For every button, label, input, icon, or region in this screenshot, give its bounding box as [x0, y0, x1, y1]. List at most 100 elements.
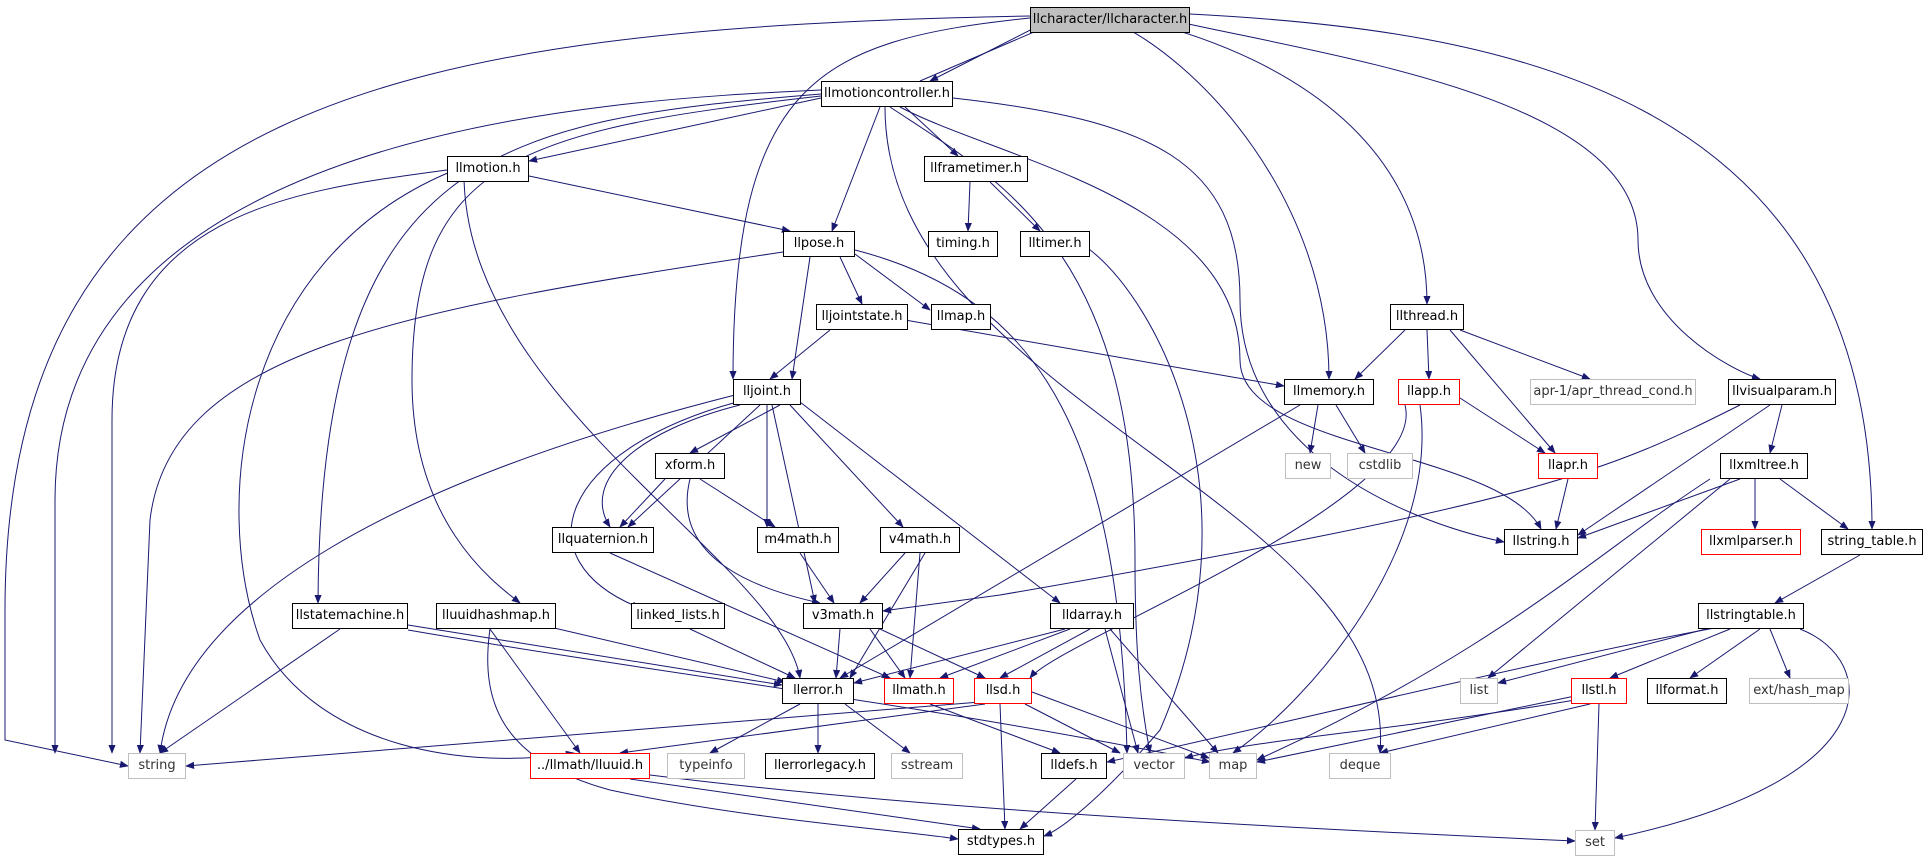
node-cstdlib: cstdlib	[1347, 453, 1413, 479]
node-new: new	[1285, 453, 1331, 479]
dependency-edge	[619, 478, 666, 528]
dependency-edge	[528, 97, 822, 163]
node-llstatemachine-h[interactable]: llstatemachine.h	[292, 603, 408, 629]
node-m4math-h[interactable]: m4math.h	[757, 527, 839, 553]
node-v3math-h[interactable]: v3math.h	[803, 603, 883, 629]
node-llformat-h[interactable]: llformat.h	[1647, 678, 1727, 704]
dependency-edge	[729, 17, 1031, 380]
dependency-edge	[849, 552, 926, 679]
node-lluuidhashmap-h[interactable]: lluuidhashmap.h	[436, 603, 556, 629]
dependency-edge	[904, 106, 959, 157]
node-llstring-h[interactable]: llstring.h	[1504, 529, 1578, 555]
node-llxmlparser-h[interactable]: llxmlparser.h	[1701, 529, 1801, 555]
dependency-edge	[1779, 478, 1849, 530]
node-timing-h[interactable]: timing.h	[928, 231, 998, 257]
dependency-edge	[463, 168, 803, 679]
dependency-edge	[1554, 478, 1569, 530]
node-llmath-h[interactable]: llmath.h	[884, 678, 954, 704]
dependency-edge	[769, 329, 831, 380]
dependency-edge	[1354, 329, 1406, 380]
node-lldefs-h[interactable]: lldefs.h	[1041, 753, 1107, 779]
dependency-edge	[1031, 691, 1210, 759]
dependency-edge	[1106, 626, 1721, 764]
dependency-edge	[907, 552, 921, 679]
dependency-edge	[159, 628, 341, 754]
dependency-edge	[952, 97, 1505, 544]
dependency-edge	[839, 404, 1301, 679]
dependency-edge	[519, 619, 786, 684]
node-lldarray-h[interactable]: lldarray.h	[1050, 603, 1134, 629]
dependency-edge	[844, 703, 911, 754]
node-string-table-h[interactable]: string_table.h	[1821, 529, 1923, 555]
node-lljoint-h[interactable]: lljoint.h	[733, 379, 801, 405]
node-llerrorlegacy-h[interactable]: llerrorlegacy.h	[765, 753, 875, 779]
node-llthread-h[interactable]: llthread.h	[1390, 304, 1464, 330]
dependency-edge	[411, 95, 822, 604]
dependency-edge	[487, 628, 959, 842]
dependency-edge	[570, 401, 738, 609]
node-llvisualparam-h[interactable]: llvisualparam.h	[1728, 379, 1836, 405]
node-llapp-h[interactable]: llapp.h	[1398, 379, 1460, 405]
node-lluuid-h[interactable]: ../llmath/lluuid.h	[530, 753, 650, 779]
node-llerror-h[interactable]: llerror.h	[782, 678, 854, 704]
dependency-edge	[1024, 703, 1121, 754]
node-lltimer-h[interactable]: lltimer.h	[1020, 231, 1090, 257]
node-string: string	[128, 753, 186, 779]
node-llapr-h[interactable]: llapr.h	[1538, 453, 1598, 479]
dependency-edge	[964, 181, 972, 232]
dependency-edge	[528, 175, 791, 233]
node-linked-lists-h[interactable]: linked_lists.h	[631, 603, 725, 629]
node-llsd-h[interactable]: llsd.h	[974, 678, 1032, 704]
node-llstringtable-h[interactable]: llstringtable.h	[1698, 603, 1804, 629]
node-llquaternion-h[interactable]: llquaternion.h	[552, 527, 654, 553]
dependency-edge	[649, 774, 1576, 845]
dependency-edge	[799, 401, 1061, 604]
node-xform-h[interactable]: xform.h	[655, 453, 725, 479]
node-llcharacter-h[interactable]: llcharacter/llcharacter.h	[1030, 7, 1190, 33]
dependency-edge	[686, 478, 821, 605]
dependency-edge	[889, 106, 1153, 754]
dependency-edge	[629, 778, 981, 832]
dependency-edge	[1256, 478, 1711, 761]
node-llstl-h[interactable]: llstl.h	[1571, 678, 1627, 704]
dependency-edge	[799, 552, 835, 604]
dependency-edge	[1459, 329, 1591, 380]
dependency-edges	[4, 13, 1876, 845]
dependency-edge	[1169, 19, 1761, 381]
dependency-edge	[314, 93, 822, 604]
dependency-edge	[1109, 19, 1333, 380]
dependency-edge	[839, 256, 863, 305]
dependency-edge	[51, 89, 822, 754]
node-llxmltree-h[interactable]: llxmltree.h	[1720, 453, 1808, 479]
node-sstream: sstream	[891, 753, 963, 779]
dependency-edge	[185, 701, 981, 769]
dependency-edge	[882, 404, 1741, 614]
node-stdtypes-h[interactable]: stdtypes.h	[958, 829, 1044, 855]
dependency-edge	[1614, 628, 1850, 840]
node-llmotioncontroller-h[interactable]: llmotioncontroller.h	[821, 81, 953, 107]
dependency-edge	[157, 394, 736, 754]
dependency-edge	[689, 404, 781, 454]
node-llframetimer-h[interactable]: llframetimer.h	[924, 156, 1028, 182]
dependency-edge	[1425, 329, 1433, 380]
node-llpose-h[interactable]: llpose.h	[783, 231, 855, 257]
dependency-edge	[609, 552, 891, 679]
node-llmap-h[interactable]: llmap.h	[931, 304, 991, 330]
node-v4math-h[interactable]: v4math.h	[880, 527, 960, 553]
dependency-edge	[1335, 404, 1366, 454]
dependency-edge	[1019, 778, 1077, 830]
dependency-edge	[1609, 628, 1731, 679]
dependency-edge	[999, 628, 1091, 679]
node-llmemory-h[interactable]: llmemory.h	[1284, 379, 1374, 405]
dependency-edge	[884, 106, 1385, 754]
node-typeinfo: typeinfo	[667, 753, 745, 779]
dependency-edge	[1774, 554, 1861, 604]
dependency-edge	[1256, 695, 1576, 764]
node-map: map	[1209, 753, 1257, 779]
dependency-edge	[789, 256, 811, 380]
node-list: list	[1460, 678, 1498, 704]
dependency-edge	[1577, 478, 1741, 539]
node-llmotion-h[interactable]: llmotion.h	[447, 156, 529, 182]
dependency-edge	[1029, 404, 1407, 679]
node-lljointstate-h[interactable]: lljointstate.h	[816, 304, 908, 330]
